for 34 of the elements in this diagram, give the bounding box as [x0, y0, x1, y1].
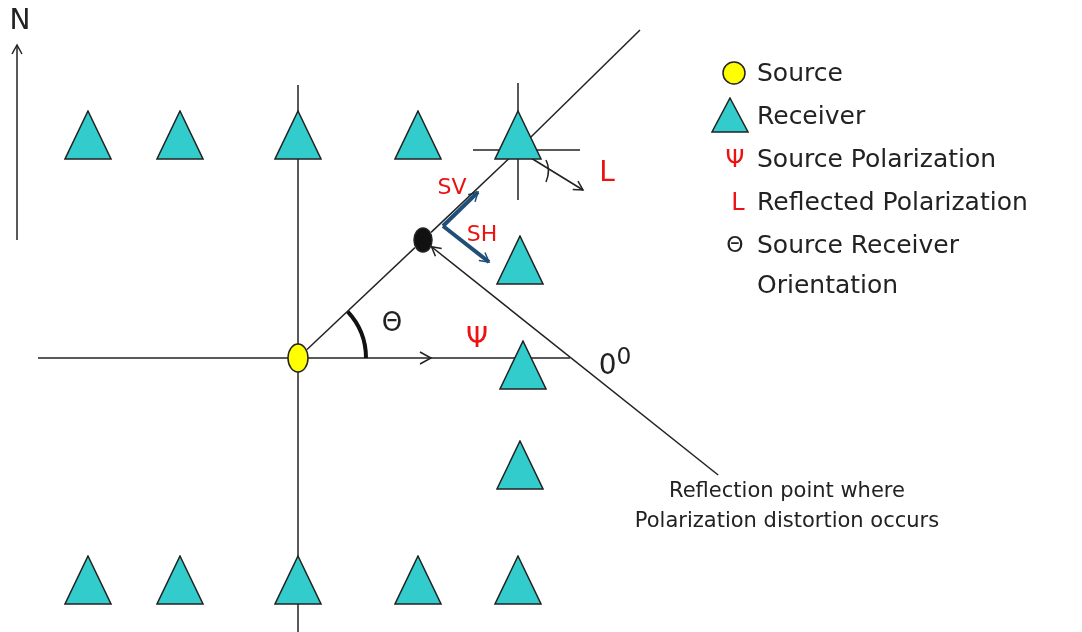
receiver-triangle [394, 555, 442, 605]
polarization-symbol: Ψ [466, 324, 488, 352]
receiver-triangle [274, 555, 322, 605]
wave-label: SH [466, 223, 498, 245]
legend-text: Source [757, 57, 844, 89]
polarization-symbol: L [599, 158, 615, 186]
legend-symbol: L [731, 190, 745, 214]
source-marker [287, 343, 309, 373]
legend-symbol: Θ [726, 234, 744, 256]
ray-line [306, 246, 416, 351]
receiver-triangle [499, 340, 547, 390]
ray-line [430, 158, 510, 234]
angle-symbol: Θ [381, 309, 403, 335]
north-label: N [9, 6, 31, 34]
receiver-triangle [496, 440, 544, 490]
receiver-triangle [394, 110, 442, 160]
legend-text: Receiver [757, 100, 867, 132]
legend-text: Source Receiver Orientation [757, 229, 960, 301]
legend-text: Reflected Polarization [757, 186, 1029, 218]
angle-label: 0$^{0}$ [598, 344, 632, 380]
receiver-triangle [156, 555, 204, 605]
receiver-triangle [64, 110, 112, 160]
callout-text: Reflection point where Polarization distortion occurs [617, 475, 957, 535]
leader-line [430, 246, 719, 476]
receiver-triangle [274, 110, 322, 160]
receiver-triangle [494, 110, 542, 160]
wave-label: SV [437, 176, 467, 198]
receiver-triangle [494, 555, 542, 605]
receiver-triangle [64, 555, 112, 605]
receiver-triangle [496, 235, 544, 285]
legend-symbol: Ψ [725, 147, 745, 171]
reflection-point [413, 227, 433, 253]
legend-text: Source Polarization [757, 143, 998, 175]
receiver-triangle [156, 110, 204, 160]
